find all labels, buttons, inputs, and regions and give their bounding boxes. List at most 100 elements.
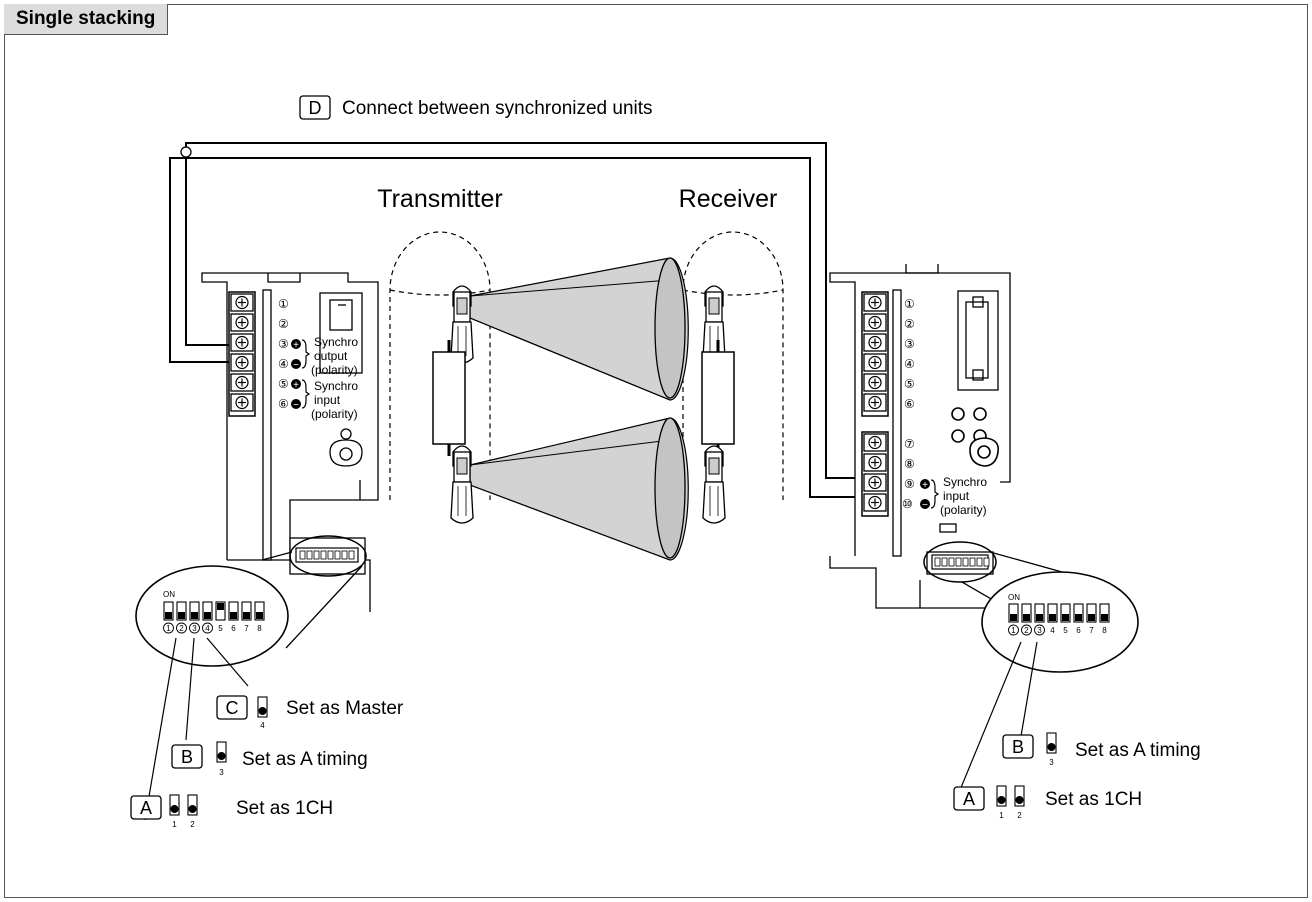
left-indicator-knob <box>329 428 363 467</box>
svg-text:Set as A timing: Set as A timing <box>1075 740 1201 761</box>
dip-number-circle <box>189 622 200 634</box>
svg-text:output: output <box>314 349 348 363</box>
svg-text:1: 1 <box>172 820 177 829</box>
mini-dip-switch <box>948 557 955 567</box>
dip-number-2: 2 <box>1024 626 1029 635</box>
svg-text:Set as 1CH: Set as 1CH <box>1045 789 1142 810</box>
mini-dip-switch <box>934 557 941 567</box>
dip-knob-1 <box>1010 614 1017 621</box>
section-title: Single stacking <box>4 4 169 35</box>
left-synchro-input-label: Synchro input (polarity) <box>311 379 358 421</box>
left-polarity-marks: + − + − <box>291 339 311 411</box>
dip-knob-2 <box>178 612 185 619</box>
right-terminal-numbers: ① ② ③ ④ ⑤ ⑥ ⑦ ⑧ ⑨ ⑩ <box>902 297 915 511</box>
dip-switch-2 <box>176 601 187 621</box>
dip-knob-4 <box>204 612 211 619</box>
mini-dip-switch <box>327 550 334 560</box>
svg-text:③: ③ <box>278 337 289 351</box>
right-polarity-marks: + − <box>920 479 940 511</box>
dip-number-8: 8 <box>257 624 262 633</box>
svg-text:B: B <box>1012 737 1024 757</box>
dip-number-circle <box>1021 624 1032 636</box>
dip-switch-5 <box>1060 603 1071 623</box>
mini-dip-switch <box>983 557 990 567</box>
svg-text:Connect between synchronized u: Connect between synchronized units <box>342 98 653 119</box>
dip-number-3: 3 <box>1037 626 1042 635</box>
dip-number-8: 8 <box>1102 626 1107 635</box>
transmitter-sensor <box>432 285 474 524</box>
svg-text:2: 2 <box>190 820 195 829</box>
right-setting-b: B 3 Set as A timing <box>1002 732 1201 767</box>
mini-dip-switch <box>341 550 348 560</box>
svg-text:input: input <box>314 393 341 407</box>
dip-number-circle <box>1034 624 1045 636</box>
dip-knob-8 <box>256 612 263 619</box>
svg-text:⑩: ⑩ <box>902 497 913 511</box>
svg-text:input: input <box>943 489 970 503</box>
transmitter-label: Transmitter <box>377 185 502 213</box>
mini-dip-switch <box>955 557 962 567</box>
svg-text:Synchro: Synchro <box>943 475 987 489</box>
mini-dip-switch <box>313 550 320 560</box>
mini-dip-switch <box>976 557 983 567</box>
dip-switch-1 <box>163 601 174 621</box>
svg-text:⑨: ⑨ <box>904 477 915 491</box>
svg-text:Set as Master: Set as Master <box>286 698 404 719</box>
mini-dip-switch <box>348 550 355 560</box>
svg-text:2: 2 <box>1017 811 1022 820</box>
svg-text:A: A <box>963 789 975 809</box>
dip-knob-6 <box>230 612 237 619</box>
svg-text:⑤: ⑤ <box>904 377 915 391</box>
svg-text:(polarity): (polarity) <box>311 363 358 377</box>
svg-text:+: + <box>293 380 299 391</box>
dip-switch-4 <box>1047 603 1058 623</box>
svg-text:①: ① <box>904 297 915 311</box>
svg-text:−: − <box>922 500 928 511</box>
svg-text:3: 3 <box>1049 758 1054 767</box>
svg-text:ON: ON <box>1008 593 1020 602</box>
dip-switch-3 <box>189 601 200 621</box>
mini-dip-switch <box>299 550 306 560</box>
svg-text:⑥: ⑥ <box>904 397 915 411</box>
dip-number-5: 5 <box>218 624 223 633</box>
dip-switch-2 <box>1021 603 1032 623</box>
svg-text:−: − <box>293 400 299 411</box>
diagram-frame <box>4 4 1308 898</box>
left-leader-lines <box>144 637 249 821</box>
dip-number-3: 3 <box>192 624 197 633</box>
dip-number-circle <box>202 622 213 634</box>
svg-text:+: + <box>293 340 299 351</box>
dip-switch-4 <box>202 601 213 621</box>
left-terminal-numbers: ① ② ③ ④ ⑤ ⑥ <box>278 297 289 411</box>
right-terminal-block <box>861 291 889 517</box>
dip-knob-7 <box>243 612 250 619</box>
dip-knob-4 <box>1049 614 1056 621</box>
svg-text:④: ④ <box>278 357 289 371</box>
dip-knob-3 <box>1036 614 1043 621</box>
right-setting-a: A 1 2 Set as 1CH <box>953 785 1142 820</box>
dip-knob-5 <box>217 603 224 610</box>
svg-text:③: ③ <box>904 337 915 351</box>
dip-number-circle <box>176 622 187 634</box>
dip-knob-1 <box>165 612 172 619</box>
dip-number-6: 6 <box>231 624 236 633</box>
dip-knob-7 <box>1088 614 1095 621</box>
left-terminal-block <box>228 291 256 417</box>
svg-text:②: ② <box>278 317 289 331</box>
receiver-sensor <box>701 285 735 524</box>
svg-text:Set as 1CH: Set as 1CH <box>236 798 333 819</box>
mini-dip-switch <box>941 557 948 567</box>
light-beams <box>469 257 689 561</box>
dip-switch-8 <box>1099 603 1110 623</box>
dip-number-2: 2 <box>179 624 184 633</box>
dip-knob-5 <box>1062 614 1069 621</box>
dip-number-4: 4 <box>205 624 210 633</box>
svg-text:Synchro: Synchro <box>314 335 358 349</box>
right-indicator-leds <box>951 407 1000 467</box>
svg-text:3: 3 <box>219 768 224 777</box>
svg-text:⑥: ⑥ <box>278 397 289 411</box>
dip-switch-8 <box>254 601 265 621</box>
dip-switch-5 <box>215 601 226 621</box>
